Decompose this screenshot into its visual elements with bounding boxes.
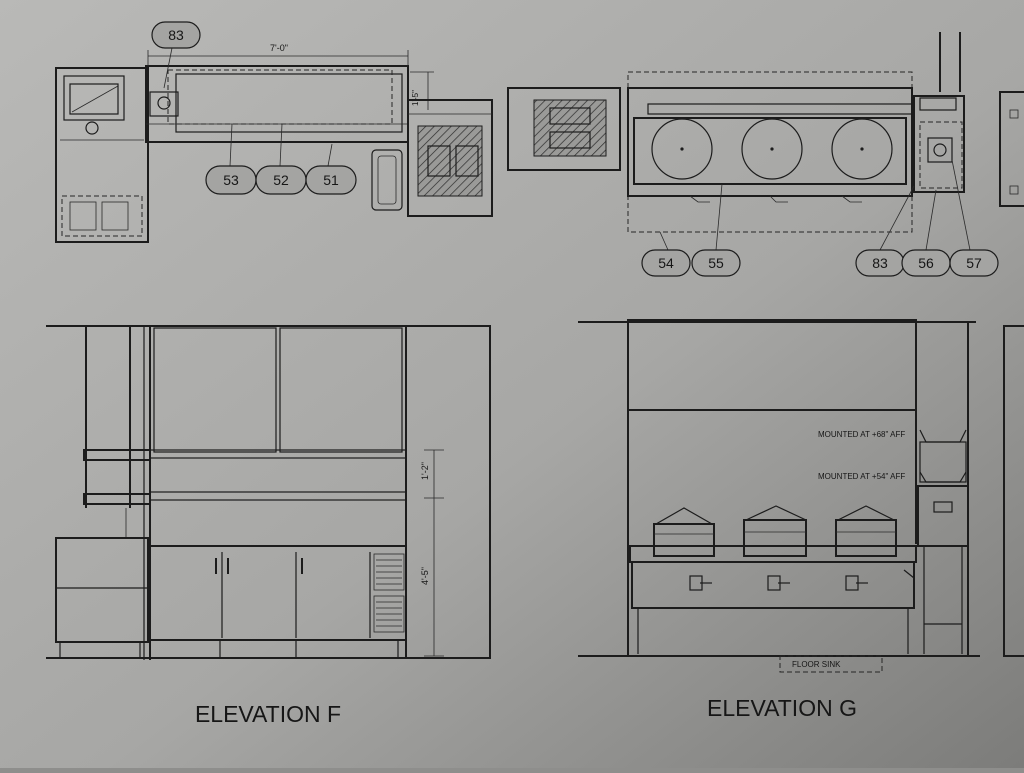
callout-83-right: 83 [855, 185, 915, 277]
dim-top-label: 7'-0" [270, 43, 288, 53]
svg-text:56: 56 [918, 255, 934, 271]
note-lower: MOUNTED AT +54" AFF [818, 472, 905, 481]
elevation-f-drawing [46, 325, 491, 660]
plan-right [507, 32, 1024, 233]
callout-55: 55 [691, 183, 741, 277]
callout-54: 54 [641, 231, 691, 277]
dim-lower-label: 4'-5" [420, 567, 430, 585]
elevation-f-title: ELEVATION F [195, 701, 341, 727]
note-upper: MOUNTED AT +68" AFF [818, 430, 905, 439]
svg-text:55: 55 [708, 255, 724, 271]
dim-side-label: 1'-5" [411, 90, 420, 106]
callout-51: 51 [305, 143, 357, 195]
callout-83-left: 83 [151, 21, 201, 89]
elevation-g-drawing [578, 319, 1024, 673]
floor-sink-label: FLOOR SINK [792, 660, 841, 669]
dim-upper-label: 1'-2" [420, 462, 430, 480]
svg-text:83: 83 [168, 27, 184, 43]
svg-text:54: 54 [658, 255, 674, 271]
svg-text:52: 52 [273, 172, 289, 188]
svg-text:57: 57 [966, 255, 982, 271]
svg-text:51: 51 [323, 172, 339, 188]
plan-left: 7'-0" 1'-5" [55, 43, 493, 243]
elevation-g-title: ELEVATION G [707, 695, 857, 721]
callout-53: 53 [205, 123, 257, 195]
callout-57: 57 [949, 159, 999, 277]
svg-text:53: 53 [223, 172, 239, 188]
svg-text:83: 83 [872, 255, 888, 271]
